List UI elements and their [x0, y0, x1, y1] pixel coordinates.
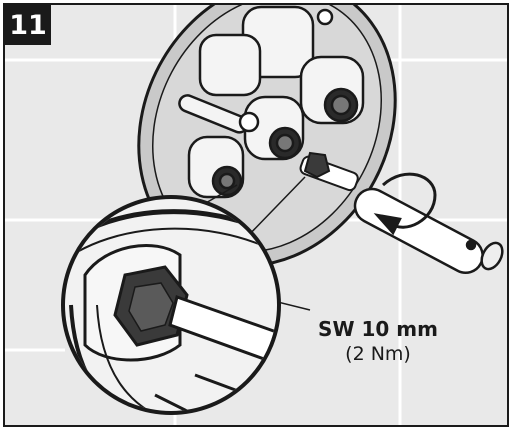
socket-wrench — [353, 172, 504, 275]
installation-illustration — [5, 5, 507, 425]
threaded-nipple — [299, 151, 359, 192]
wrench-size-label: SW 10 mm — [318, 317, 438, 341]
step-number-badge: 11 — [5, 5, 51, 45]
detail-magnifier — [61, 195, 281, 415]
torque-label: (2 Nm) — [345, 343, 411, 365]
wrench-spec: SW 10 mm (2 Nm) — [303, 317, 453, 367]
valve-body — [178, 5, 365, 199]
instruction-panel: 11 — [3, 3, 509, 427]
